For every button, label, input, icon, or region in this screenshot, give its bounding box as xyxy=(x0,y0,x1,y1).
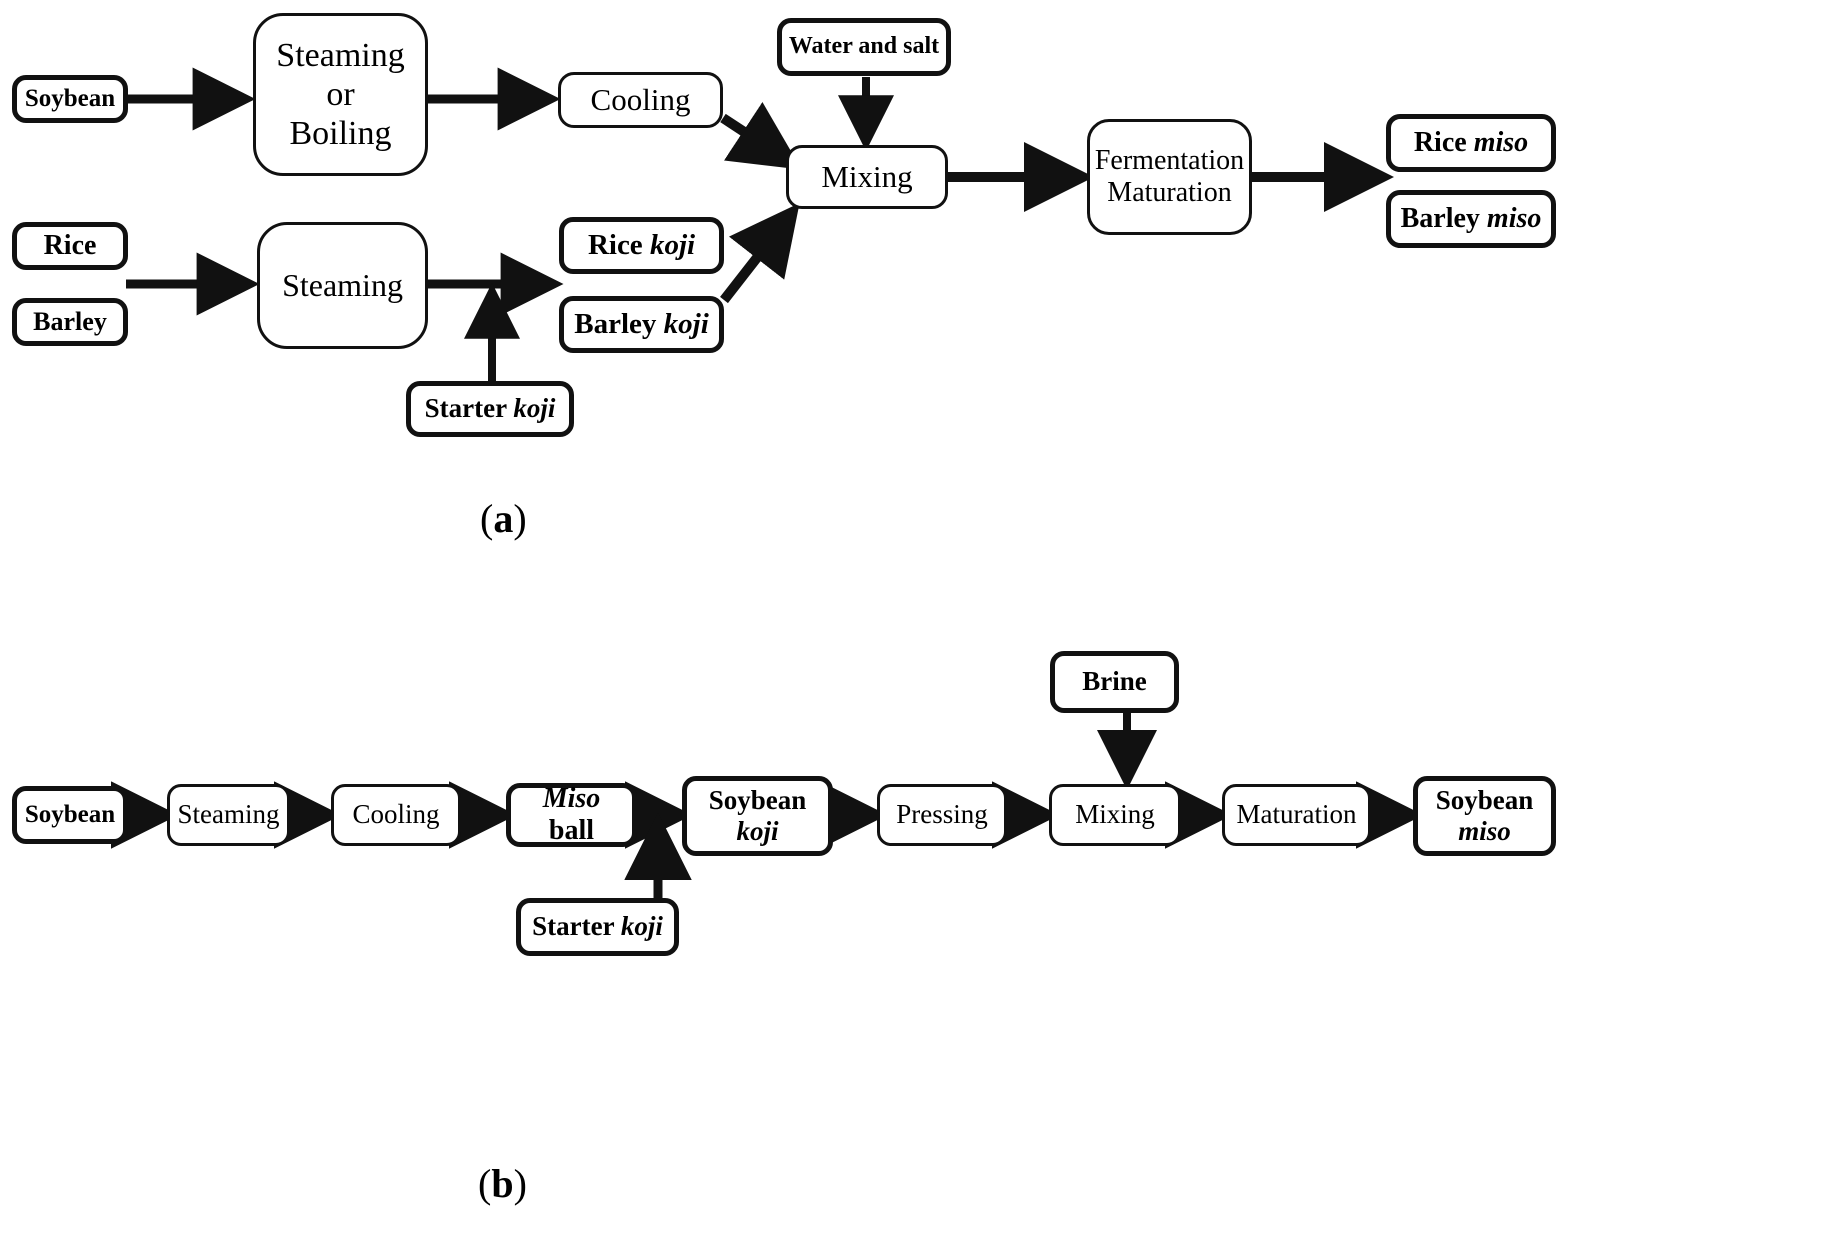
node-b-maturation[interactable]: Maturation xyxy=(1222,784,1371,846)
node-b-starter-koji-label: Starter koji xyxy=(532,911,663,942)
node-barley-miso-label: Barley miso xyxy=(1400,202,1542,234)
node-rice-label: Rice xyxy=(43,229,97,261)
node-b-soybean[interactable]: Soybean xyxy=(12,786,128,844)
node-fermentation-maturation-label: Fermentation Maturation xyxy=(1094,144,1245,208)
node-b-soybean-label: Soybean xyxy=(24,800,116,828)
node-b-miso-ball[interactable]: Miso ball xyxy=(506,783,637,847)
node-steaming[interactable]: Steaming xyxy=(257,222,428,349)
node-b-maturation-label: Maturation xyxy=(1236,799,1357,830)
node-barley-koji-label: Barley koji xyxy=(574,307,709,340)
node-soybean[interactable]: Soybean xyxy=(12,75,128,123)
node-rice-miso[interactable]: Rice miso xyxy=(1386,114,1556,172)
node-soybean-label: Soybean xyxy=(24,84,116,112)
node-barley-miso[interactable]: Barley miso xyxy=(1386,190,1556,248)
node-mixing[interactable]: Mixing xyxy=(786,145,948,209)
panel-label-b: (b) xyxy=(478,1161,527,1206)
node-b-pressing[interactable]: Pressing xyxy=(877,784,1007,846)
edge-cooling-to-mixing xyxy=(720,102,802,170)
node-starter-koji[interactable]: Starter koji xyxy=(406,381,574,437)
node-rice-miso-label: Rice miso xyxy=(1413,126,1529,158)
node-barley-label: Barley xyxy=(33,307,107,337)
node-rice[interactable]: Rice xyxy=(12,222,128,270)
node-rice-koji-label: Rice koji xyxy=(587,228,696,261)
node-b-brine[interactable]: Brine xyxy=(1050,651,1179,713)
node-water-and-salt[interactable]: Water and salt xyxy=(777,18,951,76)
node-steaming-or-boiling-label: Steaming or Boiling xyxy=(276,36,405,153)
node-b-starter-koji[interactable]: Starter koji xyxy=(516,898,679,956)
node-steaming-or-boiling[interactable]: Steaming or Boiling xyxy=(253,13,428,176)
node-b-miso-ball-label: Miso ball xyxy=(542,782,601,846)
node-steaming-label: Steaming xyxy=(282,267,403,304)
node-cooling[interactable]: Cooling xyxy=(558,72,723,128)
node-b-steaming[interactable]: Steaming xyxy=(167,784,290,846)
node-fermentation-maturation[interactable]: Fermentation Maturation xyxy=(1087,119,1252,235)
node-b-steaming-label: Steaming xyxy=(177,799,280,830)
node-b-brine-label: Brine xyxy=(1082,666,1147,697)
edge-barleykoji-to-mixing xyxy=(720,202,800,304)
node-mixing-label: Mixing xyxy=(821,159,913,195)
node-starter-koji-label: Starter koji xyxy=(424,393,556,424)
node-b-cooling[interactable]: Cooling xyxy=(331,784,461,846)
node-rice-koji[interactable]: Rice koji xyxy=(559,217,724,274)
node-cooling-label: Cooling xyxy=(590,82,691,118)
node-barley[interactable]: Barley xyxy=(12,298,128,346)
node-b-pressing-label: Pressing xyxy=(896,799,988,830)
node-b-mixing[interactable]: Mixing xyxy=(1049,784,1181,846)
node-b-cooling-label: Cooling xyxy=(352,799,440,830)
node-b-mixing-label: Mixing xyxy=(1075,799,1155,830)
panel-label-a: (a) xyxy=(480,496,527,541)
node-barley-koji[interactable]: Barley koji xyxy=(559,296,724,353)
node-water-and-salt-label: Water and salt xyxy=(788,33,940,60)
